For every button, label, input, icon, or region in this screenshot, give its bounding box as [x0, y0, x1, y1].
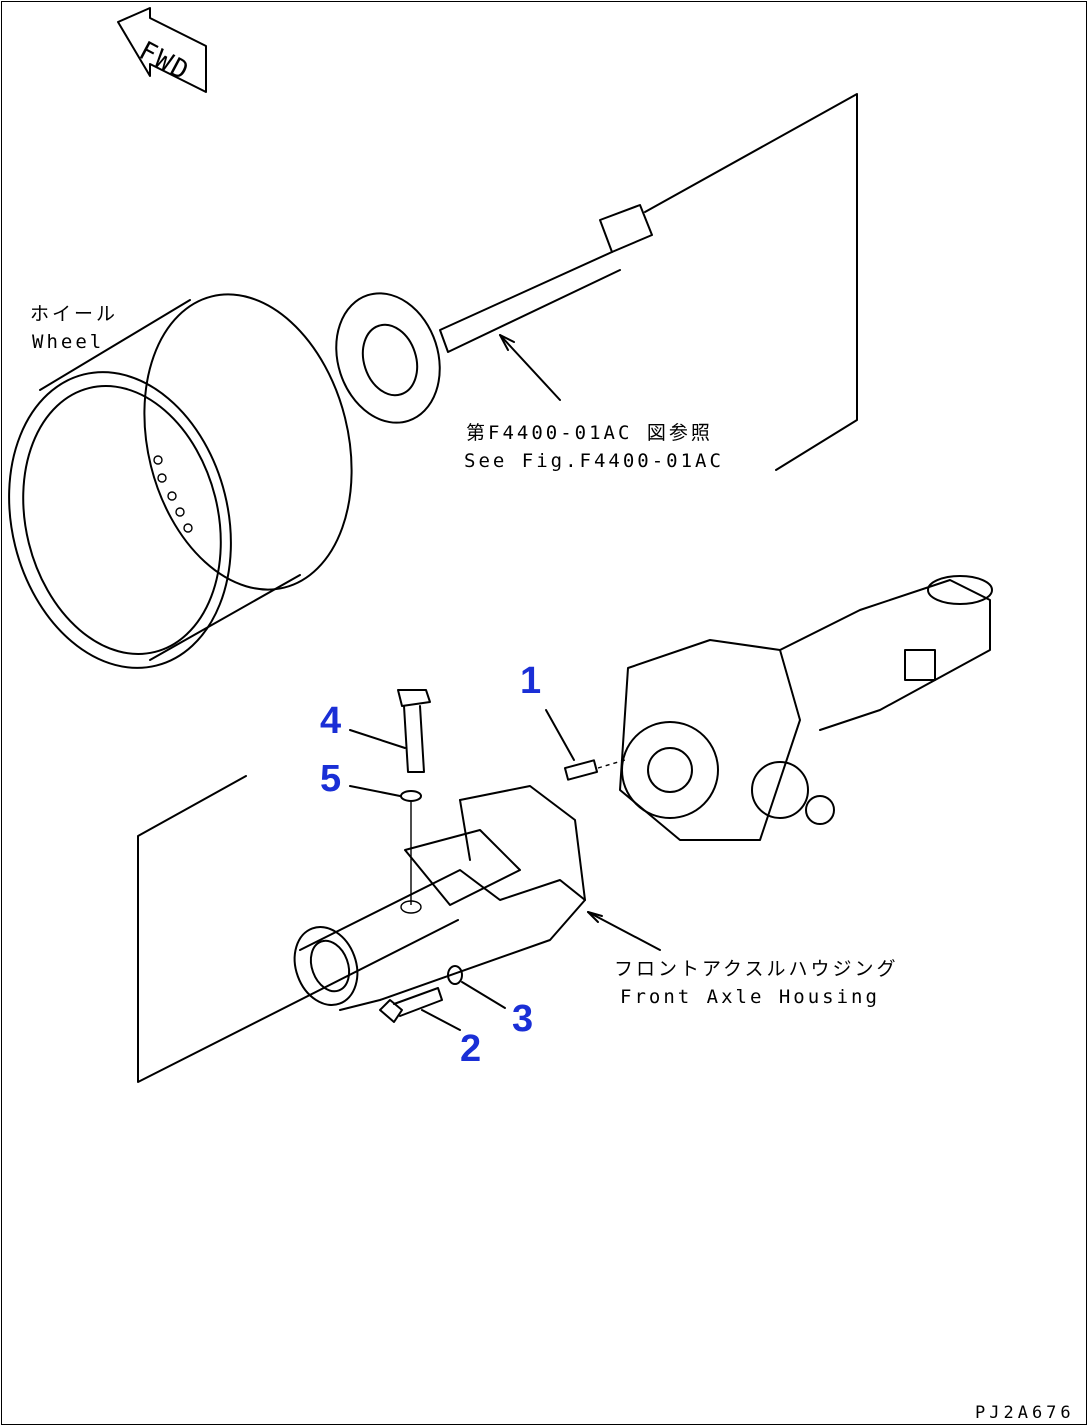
see-fig-label-jp: 第F4400-01AC 図参照	[466, 422, 713, 444]
housing-label-jp: フロントアクスルハウジング	[614, 958, 899, 980]
wheel-rim	[8, 293, 353, 669]
pin-part-1	[545, 709, 626, 781]
drawing-code: PJ2A676	[975, 1403, 1075, 1423]
axle-shaft	[335, 204, 653, 424]
washer-part-3	[447, 965, 506, 1009]
housing-group-outline	[137, 775, 459, 1083]
shaft-group-outline	[644, 93, 858, 471]
front-axle-housing	[293, 785, 661, 1011]
housing-label-en: Front Axle Housing	[620, 986, 880, 1008]
callout-5: 5	[320, 758, 342, 800]
washer-part-5	[349, 785, 422, 905]
wheel-label-jp: ホイール	[30, 303, 119, 325]
differential-housing	[619, 575, 993, 841]
callout-3: 3	[512, 998, 534, 1040]
bolt-part-4	[349, 689, 431, 773]
callout-1: 1	[520, 660, 542, 702]
wheel-label-en: Wheel	[32, 331, 105, 353]
fwd-arrow-icon	[117, 7, 207, 93]
callout-2: 2	[460, 1028, 482, 1070]
bolt-part-2	[379, 987, 461, 1031]
callout-4: 4	[320, 700, 342, 742]
see-fig-label-en: See Fig.F4400-01AC	[464, 450, 724, 472]
